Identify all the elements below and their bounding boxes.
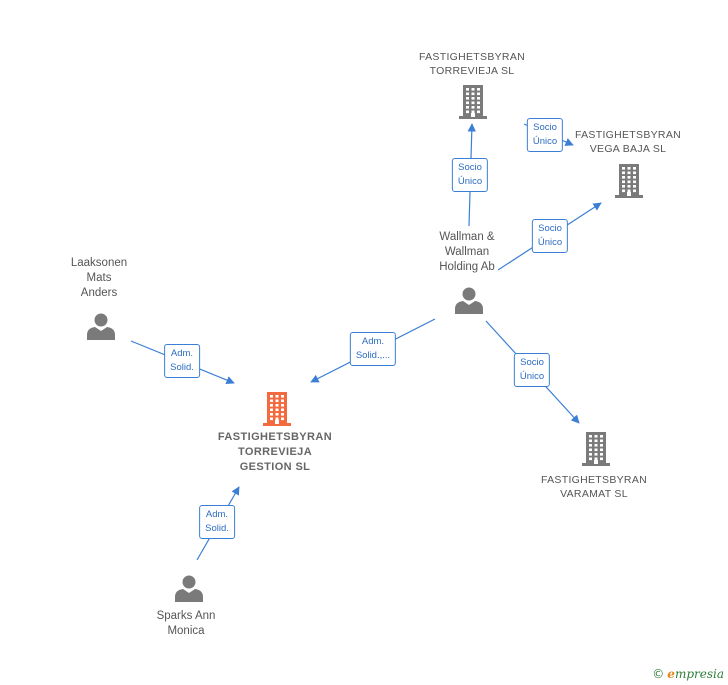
building-icon-main[interactable] bbox=[263, 392, 291, 426]
node-label-line: TORREVIEJA SL bbox=[429, 65, 515, 77]
edge-label-line: Solid. bbox=[170, 362, 194, 373]
edge-label-line: Único bbox=[457, 176, 483, 187]
brand-initial: e bbox=[667, 667, 675, 681]
node-label-line: Sparks Ann bbox=[156, 610, 216, 622]
edge-label-line: Adm. bbox=[361, 336, 385, 347]
person-icon-sparks[interactable] bbox=[175, 575, 203, 603]
node-label-line: Holding Ab bbox=[439, 261, 495, 273]
node-label-line: TORREVIEJA bbox=[237, 446, 313, 458]
node-label-varamat[interactable]: FASTIGHETSBYRAN VARAMAT SL bbox=[541, 473, 647, 501]
edge-label-line: Único bbox=[532, 136, 558, 147]
edge-label-sparks-to-main[interactable]: Adm. Solid. bbox=[199, 505, 235, 539]
edge-label-line: Adm. bbox=[205, 509, 229, 520]
node-label-line: VARAMAT SL bbox=[560, 488, 628, 500]
node-label-line: Wallman & bbox=[439, 231, 495, 243]
node-label-main[interactable]: FASTIGHETSBYRAN TORREVIEJA GESTION SL bbox=[218, 430, 332, 475]
node-label-line: Monica bbox=[167, 625, 205, 637]
building-icon-vegabaja[interactable] bbox=[615, 164, 643, 198]
edge-label-line: Socio bbox=[533, 122, 557, 133]
edge-label-line: Socio bbox=[458, 162, 482, 173]
edge-label-line: Solid. bbox=[205, 523, 229, 534]
node-label-vegabaja[interactable]: FASTIGHETSBYRAN VEGA BAJA SL bbox=[575, 128, 681, 156]
node-label-line: Mats bbox=[86, 272, 112, 284]
edge-label-line: Socio bbox=[538, 223, 562, 234]
node-label-line: Anders bbox=[80, 287, 118, 299]
node-label-line: FASTIGHETSBYRAN bbox=[574, 129, 682, 141]
edge-label-wallman-to-main[interactable]: Adm. Solid.,... bbox=[349, 332, 397, 366]
person-icon-wallman[interactable] bbox=[455, 287, 483, 315]
node-label-line: Laaksonen bbox=[70, 257, 128, 269]
copyright-symbol: © bbox=[652, 667, 665, 681]
edge-label-line: Socio bbox=[520, 357, 544, 368]
node-label-line: FASTIGHETSBYRAN bbox=[217, 431, 333, 443]
building-icon-torrevieja[interactable] bbox=[459, 85, 487, 119]
edge-label-line: Adm. bbox=[170, 348, 194, 359]
node-label-line: FASTIGHETSBYRAN bbox=[540, 474, 648, 486]
building-icon-varamat[interactable] bbox=[582, 432, 610, 466]
edge-label-line: Único bbox=[519, 371, 545, 382]
node-label-torrevieja[interactable]: FASTIGHETSBYRAN TORREVIEJA SL bbox=[419, 50, 525, 78]
brand-name: mpresia bbox=[674, 667, 724, 681]
node-label-line: GESTION SL bbox=[239, 461, 311, 473]
edge-label-laaksonen-to-main[interactable]: Adm. Solid. bbox=[164, 344, 200, 378]
node-label-line: Wallman bbox=[444, 246, 490, 258]
brand-watermark: ©empresia bbox=[652, 667, 724, 681]
edge-label-line: Único bbox=[537, 237, 563, 248]
edge-label-line: Solid.,... bbox=[355, 350, 391, 361]
person-icon-laaksonen[interactable] bbox=[87, 313, 115, 341]
node-label-line: VEGA BAJA SL bbox=[589, 143, 667, 155]
node-label-line: FASTIGHETSBYRAN bbox=[418, 51, 526, 63]
